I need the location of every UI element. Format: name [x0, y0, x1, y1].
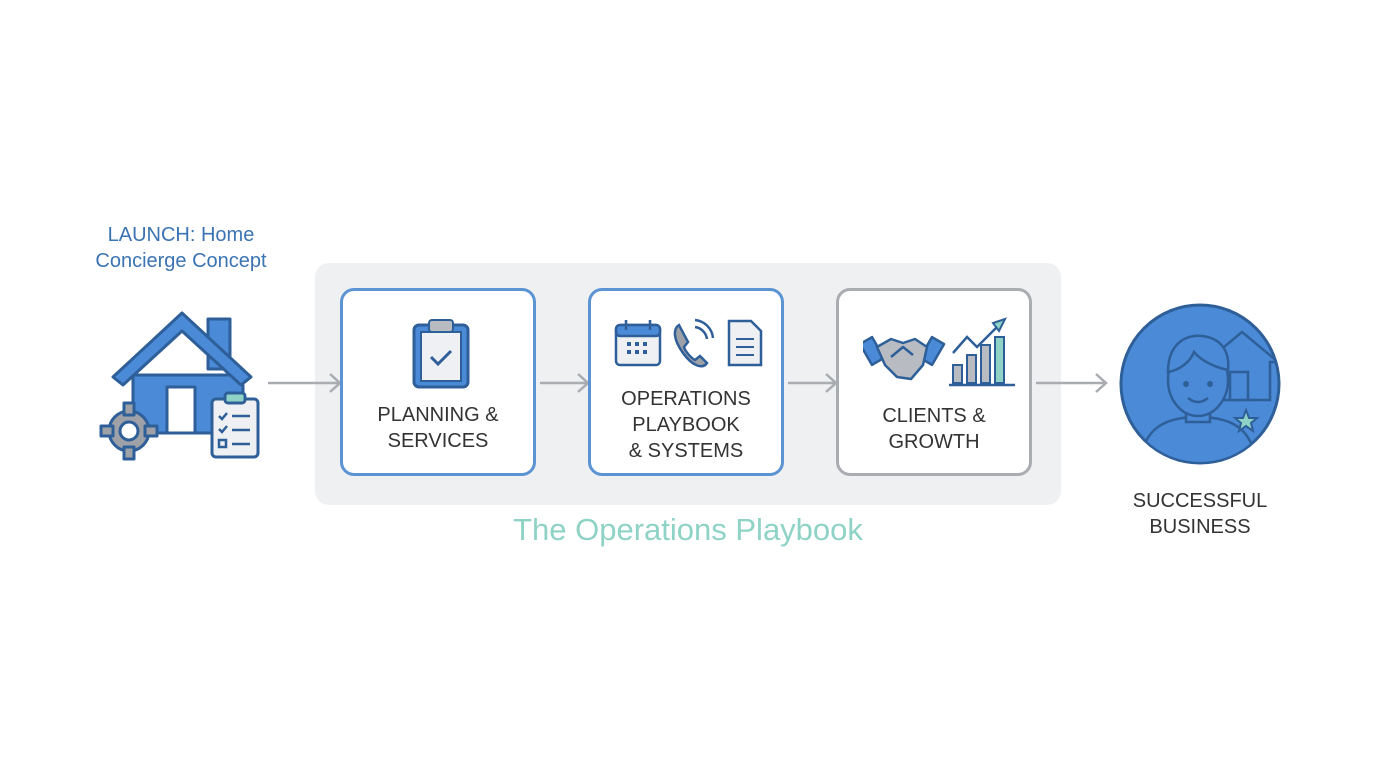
handshake-growth-chart-icon — [863, 317, 1015, 387]
step-operations-playbook-systems: OPERATIONS PLAYBOOK & SYSTEMS — [588, 288, 784, 476]
group-title: The Operations Playbook — [513, 512, 863, 547]
house-gear-checklist-icon — [99, 311, 260, 461]
outcome-label: SUCCESSFUL BUSINESS — [1132, 490, 1268, 538]
clipboard-check-icon — [412, 319, 470, 389]
launch-label: LAUNCH: Home Concierge Concept — [95, 224, 267, 272]
successful-business-person-icon — [1119, 303, 1281, 465]
calendar-phone-document-icon — [614, 318, 763, 368]
step-planning-services: PLANNING & SERVICES — [340, 288, 536, 476]
step-clients-growth: CLIENTS & GROWTH — [836, 288, 1032, 476]
